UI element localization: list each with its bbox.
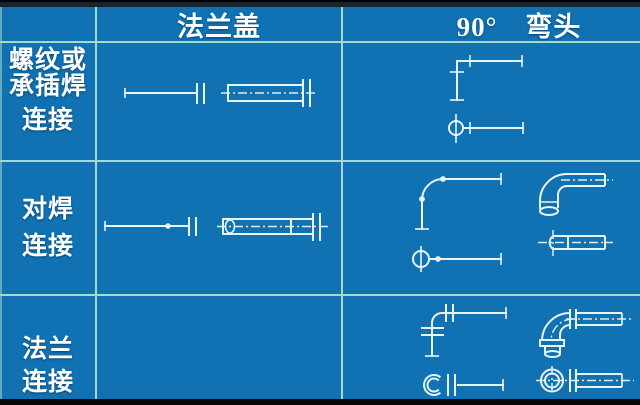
elbow-90-plan-threaded-icon xyxy=(450,55,523,101)
pipe-weld-flange-cover-double-line-icon xyxy=(217,213,328,241)
elbow-90-end-view-flanged-icon xyxy=(423,374,504,396)
elbow-90-end-view-butt-weld-icon xyxy=(412,246,502,272)
pipe-end-view-double-line-flanged-icon xyxy=(536,366,634,395)
pipe-weld-flange-cover-single-line-icon xyxy=(104,217,197,236)
column-header-90-elbow: 90° 弯头 xyxy=(456,11,582,42)
cell-flange-cover-threaded xyxy=(124,79,315,107)
elbow-90-plan-flanged-icon xyxy=(421,304,507,357)
cell-elbow-butt-weld xyxy=(412,173,613,272)
cell-elbow-flanged xyxy=(421,304,634,396)
elbow-90-double-line-flanged-icon xyxy=(539,309,634,358)
row-label-line: 对焊 xyxy=(21,196,74,223)
row-label-line: 法兰 xyxy=(21,336,74,363)
row-label-line: 螺纹或 xyxy=(8,47,87,74)
grid-vertical-divider-2 xyxy=(341,7,343,399)
top-frame-bar xyxy=(0,0,640,7)
pipe-with-flange-cover-double-line-icon xyxy=(221,79,315,107)
column-header-flange-cover: 法兰盖 xyxy=(177,11,261,42)
row-label-threaded-or-socket-weld: 螺纹或 承插焊 连接 xyxy=(0,42,96,161)
row-label-flange-connection: 法兰 连接 xyxy=(0,295,96,399)
grid-header-divider xyxy=(0,41,640,43)
cell-flange-cover-butt-weld xyxy=(104,213,328,241)
grid-row-divider-1 xyxy=(0,160,640,162)
cell-elbow-threaded xyxy=(448,55,524,143)
elbow-90-plan-butt-weld-icon xyxy=(415,173,502,230)
row-label-line: 连接 xyxy=(21,369,74,396)
row-label-line: 连接 xyxy=(21,233,74,260)
bottom-frame-bar xyxy=(0,399,640,405)
grid-row-divider-2 xyxy=(0,294,640,296)
elbow-90-end-view-threaded-icon xyxy=(448,114,524,143)
elbow-90-double-line-icon xyxy=(539,173,613,216)
grid-vertical-divider-1 xyxy=(95,7,97,399)
grid-left-edge xyxy=(0,7,2,399)
row-label-line: 连接 xyxy=(21,107,74,134)
row-label-line: 承插焊 xyxy=(8,73,87,100)
row-label-butt-weld: 对焊 连接 xyxy=(0,161,96,295)
pipe-end-view-double-line-icon xyxy=(538,230,613,256)
pipe-with-flange-cover-single-line-icon xyxy=(124,83,205,104)
